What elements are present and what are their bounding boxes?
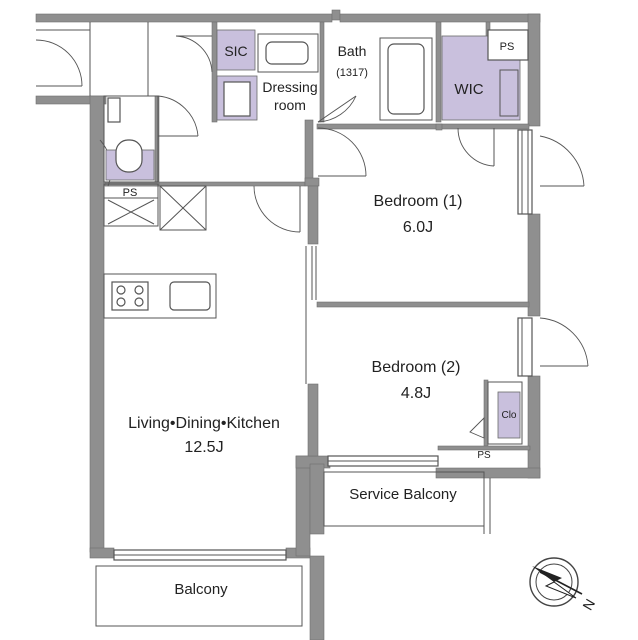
wic-area	[441, 29, 529, 167]
bedroom2-size-label: 4.8J	[401, 385, 431, 402]
balconies	[95, 455, 491, 627]
balcony-label: Balcony	[174, 581, 228, 598]
bathtub-icon	[387, 43, 425, 115]
sic-label: SIC	[224, 43, 247, 59]
bath-size-label: (1317)	[336, 67, 368, 79]
ps-toilet-label: PS	[123, 187, 138, 199]
washbasin-icon	[265, 41, 309, 65]
stove-icon	[111, 281, 149, 311]
toilet-icon	[115, 139, 143, 173]
compass-north-label: N	[579, 596, 598, 613]
sink-icon	[169, 281, 211, 311]
bedroom1-name-label: Bedroom (1)	[374, 193, 463, 210]
bath-label: Bath	[338, 43, 367, 59]
ps-bottom-label: PS	[477, 450, 491, 461]
wic-label: WIC	[454, 81, 483, 98]
dressing-label-line1: Dressing	[262, 79, 317, 95]
ps-top-label: PS	[500, 41, 515, 53]
washer-icon	[223, 81, 251, 117]
ldk-size-label: 12.5J	[184, 439, 223, 456]
bedroom2-name-label: Bedroom (2)	[372, 359, 461, 376]
bedroom1-openings	[317, 127, 585, 215]
toilet-tank-icon	[107, 97, 121, 123]
compass-icon	[529, 557, 583, 607]
bedroom1-size-label: 6.0J	[403, 219, 433, 236]
service-balcony-label: Service Balcony	[349, 486, 457, 503]
dressing-label-line2: room	[274, 97, 306, 113]
interior-walls	[104, 21, 531, 457]
toilet-room	[103, 95, 207, 231]
wet-area	[216, 29, 433, 123]
bedroom2-openings	[311, 246, 589, 445]
kitchen	[103, 185, 307, 384]
exterior-walls	[35, 9, 541, 640]
ldk-name-label: Living•Dining•Kitchen	[128, 415, 280, 432]
clo-label: Clo	[501, 410, 516, 421]
